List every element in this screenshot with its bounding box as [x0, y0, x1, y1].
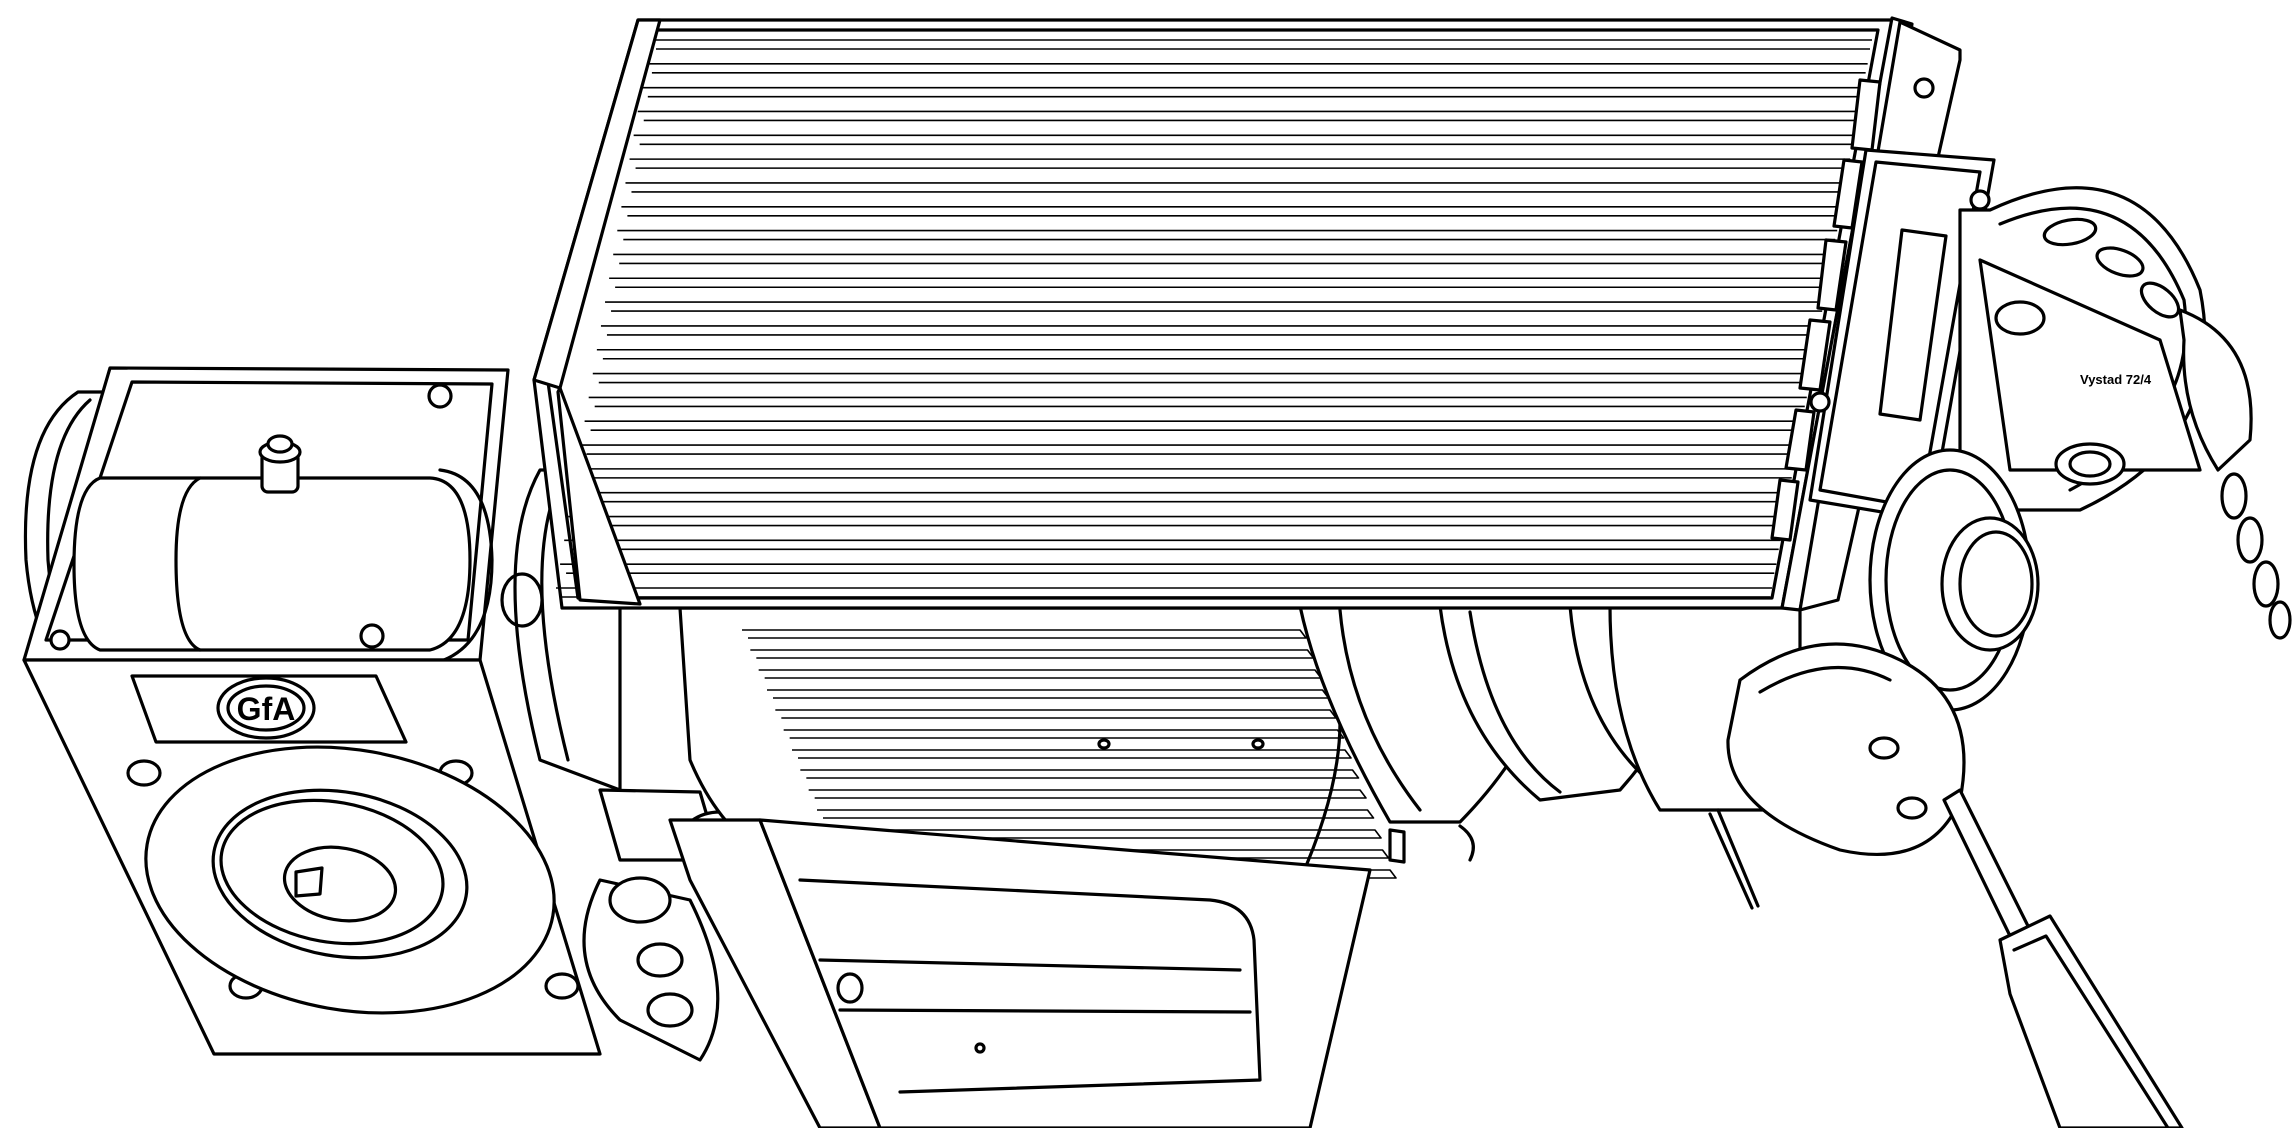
motor-fin — [783, 729, 1345, 739]
motor-fin — [792, 749, 1352, 759]
housing-fin — [605, 301, 1825, 312]
housing-fin — [560, 563, 1777, 574]
housing-fin — [609, 277, 1829, 289]
housing-fin — [584, 420, 1803, 432]
housing-fin — [568, 515, 1786, 527]
motor-fin — [800, 769, 1360, 779]
housing-fin — [600, 325, 1820, 336]
emergency-hand-chain-unit: Vystad 72/4 — [1708, 186, 2292, 1128]
motor-fin — [825, 829, 1382, 839]
motor-fin — [775, 709, 1337, 719]
housing-fin — [650, 39, 1872, 50]
gearbox-housing: GfA — [22, 366, 602, 1056]
terminal-box — [668, 818, 1475, 1128]
motor-fin — [750, 649, 1315, 659]
hand-chain-plate-label: Vystad 72/4 — [2080, 372, 2152, 387]
housing-fin — [613, 253, 1833, 265]
control-housing — [532, 16, 1996, 612]
housing-fin — [645, 63, 1868, 74]
housing-fin — [641, 86, 1864, 98]
housing-fin — [633, 134, 1855, 146]
housing-fin — [564, 539, 1781, 551]
housing-fin — [637, 110, 1859, 122]
housing-fin — [556, 587, 1772, 598]
housing-fin — [588, 396, 1807, 408]
gfa-logo: GfA — [237, 691, 296, 727]
motor-fin — [817, 809, 1375, 819]
housing-fin — [580, 444, 1799, 455]
housing-fin — [596, 348, 1816, 360]
housing-fin — [625, 182, 1846, 193]
housing-fin — [629, 158, 1851, 169]
motor-end-cover — [1298, 604, 1802, 824]
housing-fin — [576, 468, 1794, 479]
motor-fin — [808, 789, 1367, 799]
housing-fin — [592, 372, 1812, 384]
motor-fin — [742, 629, 1307, 639]
housing-fin — [617, 229, 1838, 241]
housing-fin — [572, 491, 1790, 503]
housing-fin — [621, 205, 1842, 217]
motor-fin — [767, 689, 1330, 699]
